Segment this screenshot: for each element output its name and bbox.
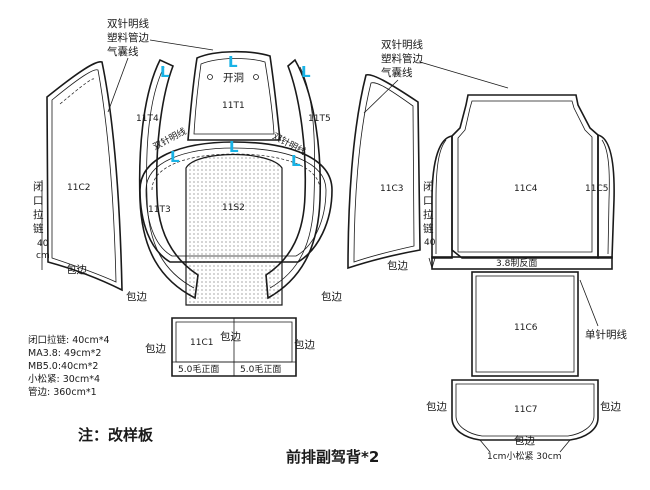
piece-11c4 xyxy=(451,94,599,259)
piece-label-11c3: 11C3 xyxy=(380,184,403,194)
annotation-double-needle-tr: 双针明线 xyxy=(381,38,423,51)
zipper-right-label: 闭 口 拉 链 40 xyxy=(423,180,436,248)
binding-label-t5: 包边 xyxy=(321,290,342,303)
leather-marker: L xyxy=(301,63,311,81)
piece-label-11c7: 11C7 xyxy=(514,405,537,415)
piece-label-11t1: 11T1 xyxy=(222,101,245,111)
strip-label-c1-left: 5.0毛正面 xyxy=(178,363,219,375)
leather-marker: L xyxy=(170,148,180,166)
piece-11c1 xyxy=(171,317,297,377)
c7-elastic-label: 1cm小松紧 30cm xyxy=(487,450,561,462)
leather-marker: L xyxy=(291,152,301,170)
piece-label-11c6: 11C6 xyxy=(514,323,538,333)
leather-marker: L xyxy=(228,53,238,71)
piece-label-11c4: 11C4 xyxy=(514,184,538,194)
svg-text:40: 40 xyxy=(37,239,49,249)
material-elastic: 小松紧: 30cm*4 xyxy=(28,373,100,385)
svg-text:闭: 闭 xyxy=(423,180,434,193)
svg-text:链: 链 xyxy=(423,222,434,235)
svg-text:口: 口 xyxy=(423,195,434,207)
binding-label-c7-left: 包边 xyxy=(426,400,447,413)
svg-text:闭: 闭 xyxy=(33,180,44,193)
piece-label-11t5: 11T5 xyxy=(308,114,331,124)
strip-label-c4: 3.8制反面 xyxy=(496,257,537,269)
piece-label-11c2: 11C2 xyxy=(67,183,90,193)
zipper-left-label: 闭 口 拉 链 40 cm xyxy=(33,180,50,261)
svg-text:口: 口 xyxy=(33,195,44,207)
note-text: 注：改样板 xyxy=(78,426,154,444)
binding-label-c3: 包边 xyxy=(387,259,408,272)
binding-label-c2: 包边 xyxy=(66,263,87,276)
piece-11c3 xyxy=(347,73,421,270)
binding-label-c1-center: 包边 xyxy=(220,330,241,343)
material-mb50: MB5.0:40cm*2 xyxy=(28,361,98,372)
binding-label-c7-bottom: 包边 xyxy=(514,434,535,447)
piece-11t1 xyxy=(187,50,281,141)
material-zipper: 闭口拉链: 40cm*4 xyxy=(28,334,110,346)
single-needle-label: 单针明线 xyxy=(585,328,627,341)
open-hole-label: 开洞 xyxy=(223,72,244,84)
materials-list: 闭口拉链: 40cm*4 MA3.8: 49cm*2 MB5.0:40cm*2 … xyxy=(28,334,110,398)
binding-label-c1-left: 包边 xyxy=(145,342,166,355)
piece-11c2 xyxy=(46,61,123,292)
leather-marker: L xyxy=(229,138,239,156)
annotation-plastic-piping-tr: 塑料管边 xyxy=(381,52,423,65)
strip-label-c1-right: 5.0毛正面 xyxy=(240,363,281,375)
piece-label-11c5: 11C5 xyxy=(585,184,608,194)
svg-text:cm: cm xyxy=(36,251,50,261)
strip-c4-bottom xyxy=(431,256,613,270)
annotation-double-needle-tl: 双针明线 xyxy=(107,17,149,30)
annotation-airbag-line-tr: 气囊线 xyxy=(381,66,413,79)
svg-text:链: 链 xyxy=(33,222,44,235)
svg-text:拉: 拉 xyxy=(33,208,44,221)
piece-label-11s2: 11S2 xyxy=(222,203,245,213)
binding-label-c7-right: 包边 xyxy=(600,400,621,413)
leather-marker: L xyxy=(160,63,170,81)
annotation-plastic-piping-tl: 塑料管边 xyxy=(107,31,149,44)
material-ma38: MA3.8: 49cm*2 xyxy=(28,348,101,359)
annotation-airbag-line-tl: 气囊线 xyxy=(107,45,139,58)
piece-11c5 xyxy=(597,133,615,259)
piece-label-11c1: 11C1 xyxy=(190,338,213,348)
svg-text:40: 40 xyxy=(424,238,436,248)
material-piping: 管边: 360cm*1 xyxy=(28,386,97,398)
piece-label-11t3: 11T3 xyxy=(148,205,171,215)
binding-label-t4: 包边 xyxy=(126,290,147,303)
sheet-title: 前排副驾背*2 xyxy=(286,448,379,466)
piece-11s2 xyxy=(185,154,283,306)
binding-label-c1-right: 包边 xyxy=(294,338,315,351)
piece-11c4-left-flap xyxy=(431,135,453,259)
piece-11c7 xyxy=(451,379,599,453)
piece-label-11t4: 11T4 xyxy=(136,114,159,124)
piece-11c6 xyxy=(471,271,579,377)
svg-text:拉: 拉 xyxy=(423,208,434,221)
